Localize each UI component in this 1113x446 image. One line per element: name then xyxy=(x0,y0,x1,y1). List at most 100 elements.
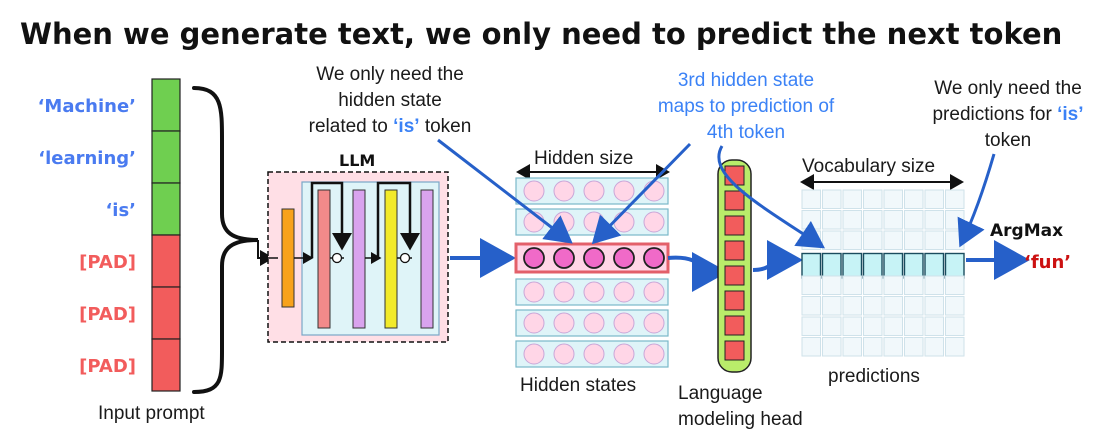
prediction-cell xyxy=(863,275,883,295)
prediction-cell xyxy=(822,296,842,316)
hidden-unit xyxy=(553,343,575,365)
prediction-cell xyxy=(801,210,821,230)
lm-head: Language modeling head xyxy=(678,159,803,430)
hidden-unit xyxy=(583,312,605,334)
prediction-cell xyxy=(801,337,821,357)
prediction-cell xyxy=(842,275,862,295)
third-note-line2: maps to prediction of xyxy=(658,96,835,117)
pred-note-arrow xyxy=(957,153,996,248)
input-cell-pad-3 xyxy=(151,338,181,392)
hidden-unit xyxy=(613,312,635,334)
prediction-cell xyxy=(842,296,862,316)
predictions-grid xyxy=(801,189,965,357)
hidden-states: Hidden size Hidden states xyxy=(514,148,670,396)
third-note-arrow-1 xyxy=(591,142,692,245)
hidden-unit xyxy=(643,247,665,269)
lm-head-cell xyxy=(724,215,745,236)
hidden-state-rows xyxy=(514,177,670,368)
hidden-to-head-arrow xyxy=(667,252,728,292)
diagram-title: When we generate text, we only need to p… xyxy=(20,17,1062,51)
input-prompt-label: Input prompt xyxy=(98,403,205,424)
hidden-unit xyxy=(553,281,575,303)
third-note-arrow-2 xyxy=(717,145,825,249)
hidden-unit xyxy=(553,247,575,269)
head-to-predictions-arrow xyxy=(752,240,803,280)
input-cell-is xyxy=(151,182,181,236)
hidden-unit xyxy=(583,343,605,365)
hidden-note-arrow xyxy=(437,138,573,244)
token-label-pad-3: [PAD] xyxy=(79,356,136,377)
prediction-cell xyxy=(945,316,965,336)
prediction-cell xyxy=(863,230,883,250)
prediction-cell xyxy=(842,316,862,336)
prediction-cell xyxy=(904,230,924,250)
input-tokens: ‘Machine’ ‘learning’ ‘is’ [PAD] [PAD] [P… xyxy=(38,78,205,424)
pred-note-line1: We only need the xyxy=(934,78,1082,99)
token-label-learning: ‘learning’ xyxy=(38,148,136,169)
input-cell-learning xyxy=(151,130,181,184)
hidden-state-row xyxy=(515,340,669,368)
embedding-bar xyxy=(281,208,295,308)
hidden-unit xyxy=(643,211,665,233)
lm-head-cell xyxy=(724,265,745,286)
hidden-size-label: Hidden size xyxy=(534,148,633,169)
prediction-cell xyxy=(883,275,903,295)
prediction-cell-selected xyxy=(903,252,924,279)
prediction-cell xyxy=(904,337,924,357)
hidden-state-row xyxy=(515,278,669,306)
prediction-cell xyxy=(822,189,842,209)
hidden-unit xyxy=(523,281,545,303)
lm-head-cell xyxy=(724,240,745,261)
hidden-unit xyxy=(523,247,545,269)
prediction-cell-selected xyxy=(842,252,863,279)
prediction-cell xyxy=(822,316,842,336)
hidden-unit xyxy=(613,343,635,365)
hidden-state-row xyxy=(515,177,669,205)
llm-label: LLM xyxy=(339,151,375,170)
hidden-state-note: We only need the hidden state related to… xyxy=(309,64,573,244)
prediction-cell xyxy=(883,230,903,250)
prediction-cell xyxy=(904,296,924,316)
lm-head-cell xyxy=(724,340,745,361)
prediction-cell xyxy=(822,230,842,250)
token-label-machine: ‘Machine’ xyxy=(38,96,136,117)
prediction-cell-selected xyxy=(924,252,945,279)
prediction-cell xyxy=(822,337,842,357)
prediction-cell xyxy=(883,337,903,357)
hidden-unit xyxy=(613,247,635,269)
add-node-2 xyxy=(399,252,411,264)
hidden-note-line2: hidden state xyxy=(338,90,442,111)
hidden-unit xyxy=(553,180,575,202)
hidden-unit xyxy=(523,180,545,202)
predictions-label: predictions xyxy=(828,366,920,387)
prediction-cell-selected xyxy=(821,252,842,279)
prediction-cell xyxy=(863,189,883,209)
prediction-cell xyxy=(883,296,903,316)
prediction-cell-selected xyxy=(944,252,965,279)
prediction-cell xyxy=(842,230,862,250)
ffn-bar-2 xyxy=(420,189,434,329)
hidden-unit xyxy=(643,312,665,334)
hidden-state-row xyxy=(515,208,669,236)
prediction-cell xyxy=(924,316,944,336)
third-state-note: 3rd hidden state maps to prediction of 4… xyxy=(591,70,835,249)
hidden-unit xyxy=(643,343,665,365)
hidden-unit xyxy=(553,312,575,334)
prediction-cell xyxy=(945,189,965,209)
residual-loop-2 xyxy=(376,181,420,258)
brace-arrow xyxy=(257,240,274,266)
prediction-cell xyxy=(924,337,944,357)
hidden-unit xyxy=(613,211,635,233)
prediction-cell xyxy=(924,230,944,250)
predictions: Vocabulary size predictions xyxy=(800,156,965,387)
llm-block: LLM xyxy=(267,151,449,343)
prediction-cell xyxy=(863,316,883,336)
prediction-cell xyxy=(801,296,821,316)
input-cell-machine xyxy=(151,78,181,132)
hidden-unit xyxy=(583,211,605,233)
hidden-state-row xyxy=(515,309,669,337)
pred-note-line3: token xyxy=(985,130,1031,151)
third-note-line3: 4th token xyxy=(707,122,785,143)
prediction-cell xyxy=(842,189,862,209)
output-token: ‘fun’ xyxy=(1024,252,1071,273)
